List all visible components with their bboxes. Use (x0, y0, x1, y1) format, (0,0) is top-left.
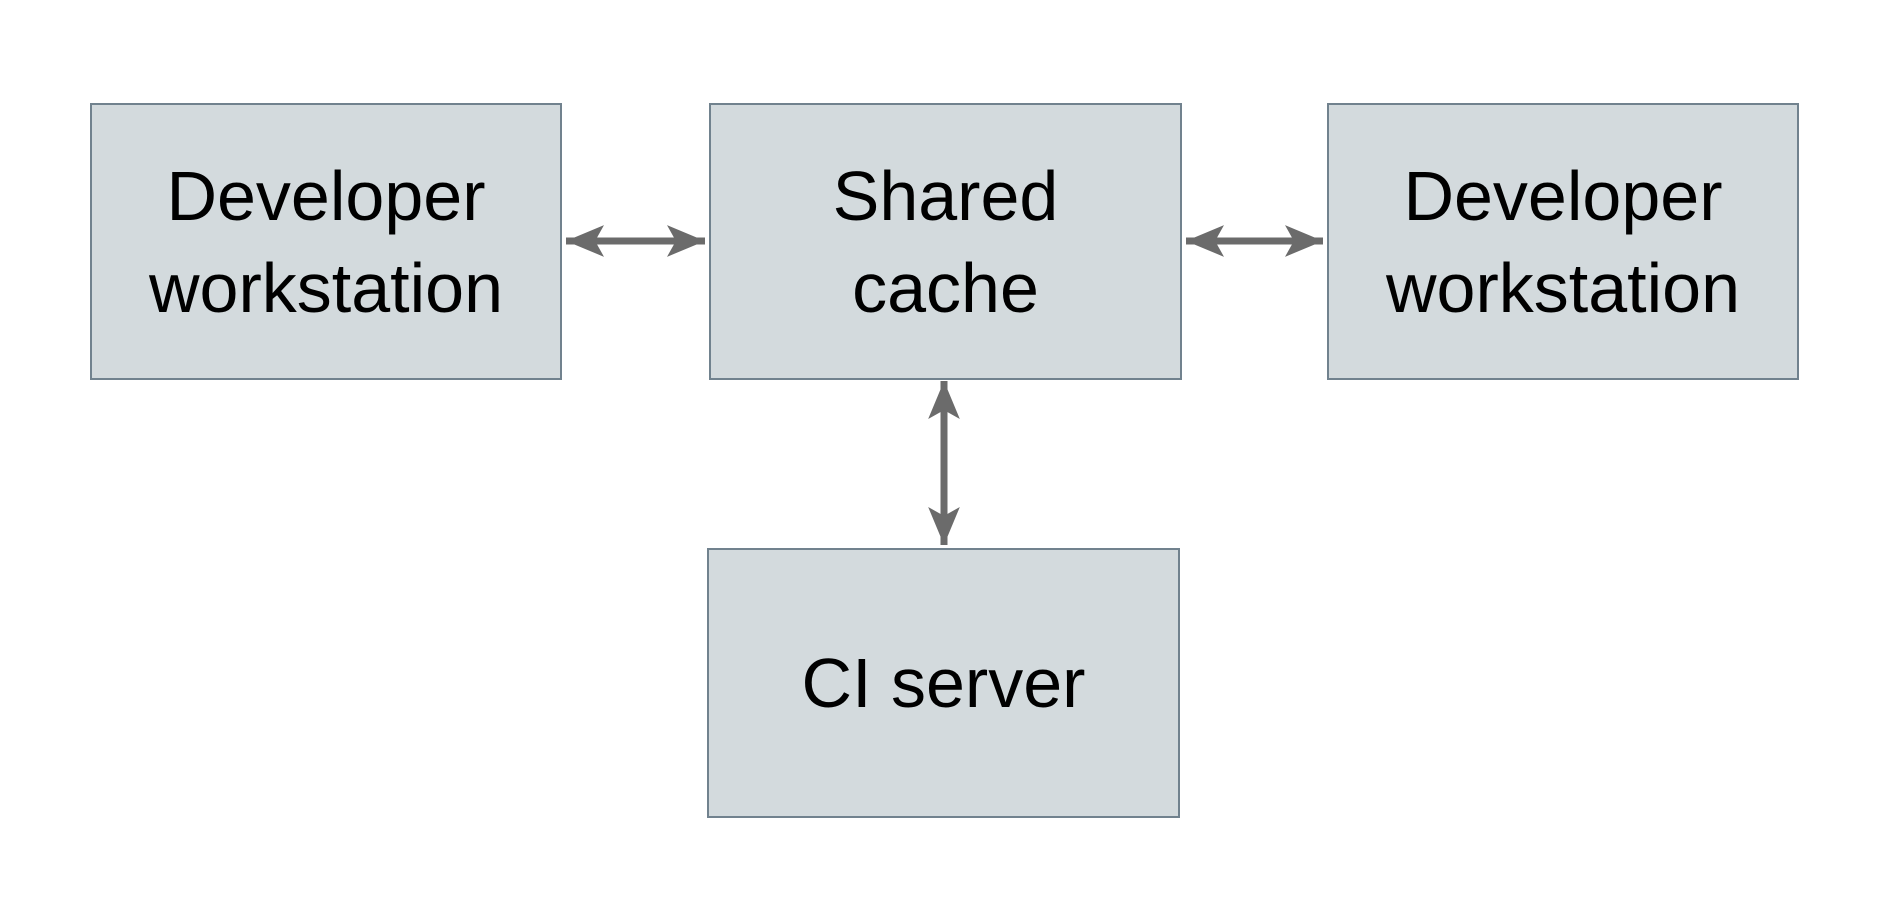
node-label-line: workstation (148, 248, 504, 327)
node-developer-workstation-right: Developer workstation (1327, 103, 1799, 380)
node-label: Developer workstation (1386, 150, 1740, 334)
node-ci-server: CI server (707, 548, 1180, 818)
node-label: Shared cache (833, 150, 1059, 334)
node-shared-cache: Shared cache (709, 103, 1182, 380)
node-label: CI server (802, 637, 1086, 729)
node-label-line: Developer (1403, 156, 1723, 235)
node-label-line: workstation (1385, 248, 1741, 327)
node-label-line: Shared (832, 156, 1059, 235)
node-label-line: Developer (166, 156, 486, 235)
node-label-line: cache (852, 248, 1039, 327)
node-developer-workstation-left: Developer workstation (90, 103, 562, 380)
node-label: Developer workstation (149, 150, 503, 334)
node-label-line: CI server (801, 644, 1086, 722)
